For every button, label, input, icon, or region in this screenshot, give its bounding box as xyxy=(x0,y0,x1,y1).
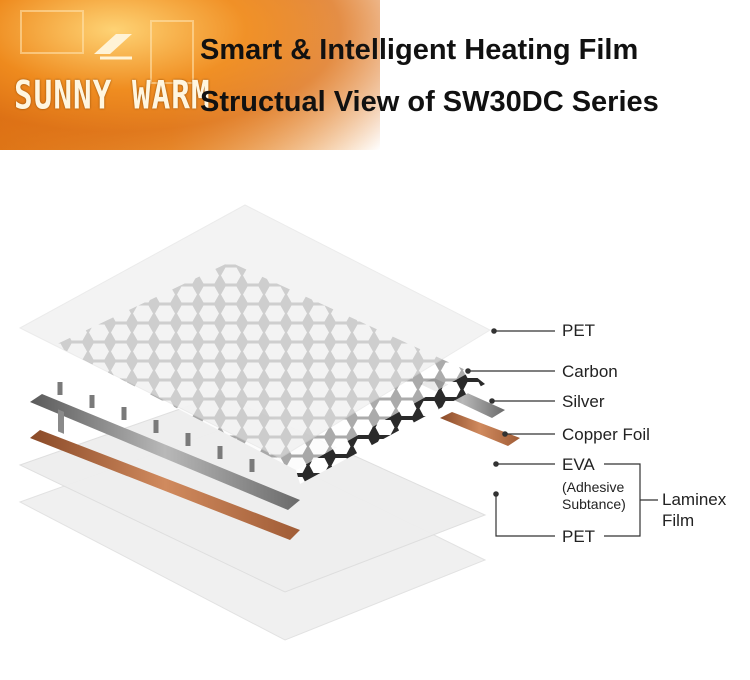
label-eva: EVA xyxy=(562,455,595,474)
page-title: Smart & Intelligent Heating Film xyxy=(200,34,639,66)
silver-fingers xyxy=(58,409,64,434)
label-pet-top: PET xyxy=(562,321,596,340)
page-subtitle: Structual View of SW30DC Series xyxy=(200,86,659,118)
label-laminex: Laminex xyxy=(662,490,727,509)
silver-finger-marks xyxy=(57,382,255,472)
copper-foil-strip xyxy=(30,430,300,540)
brand-logo-text: SUNNY WARM xyxy=(14,73,211,119)
label-carbon: Carbon xyxy=(562,362,618,381)
silver-busbar xyxy=(30,394,300,510)
decor-frame xyxy=(150,20,194,84)
label-laminex-film: Film xyxy=(662,511,695,530)
label-eva-note-1: (Adhesive xyxy=(562,479,625,495)
pet-top-layer xyxy=(18,204,492,459)
leader-lines xyxy=(465,328,658,537)
label-pet-bottom: PET xyxy=(562,527,596,546)
brand-logo-area: SUNNY WARM xyxy=(0,0,380,150)
brand-mark-icon xyxy=(94,34,132,60)
label-eva-note-2: Subtance) xyxy=(562,496,626,512)
header-banner: SUNNY WARM Smart & Intelligent Heating F… xyxy=(0,0,750,150)
copper-foil-tab xyxy=(440,412,520,446)
label-copper-foil: Copper Foil xyxy=(562,425,650,444)
label-silver: Silver xyxy=(562,392,605,411)
carbon-dark-edge xyxy=(296,372,485,484)
decor-frame xyxy=(20,10,84,54)
